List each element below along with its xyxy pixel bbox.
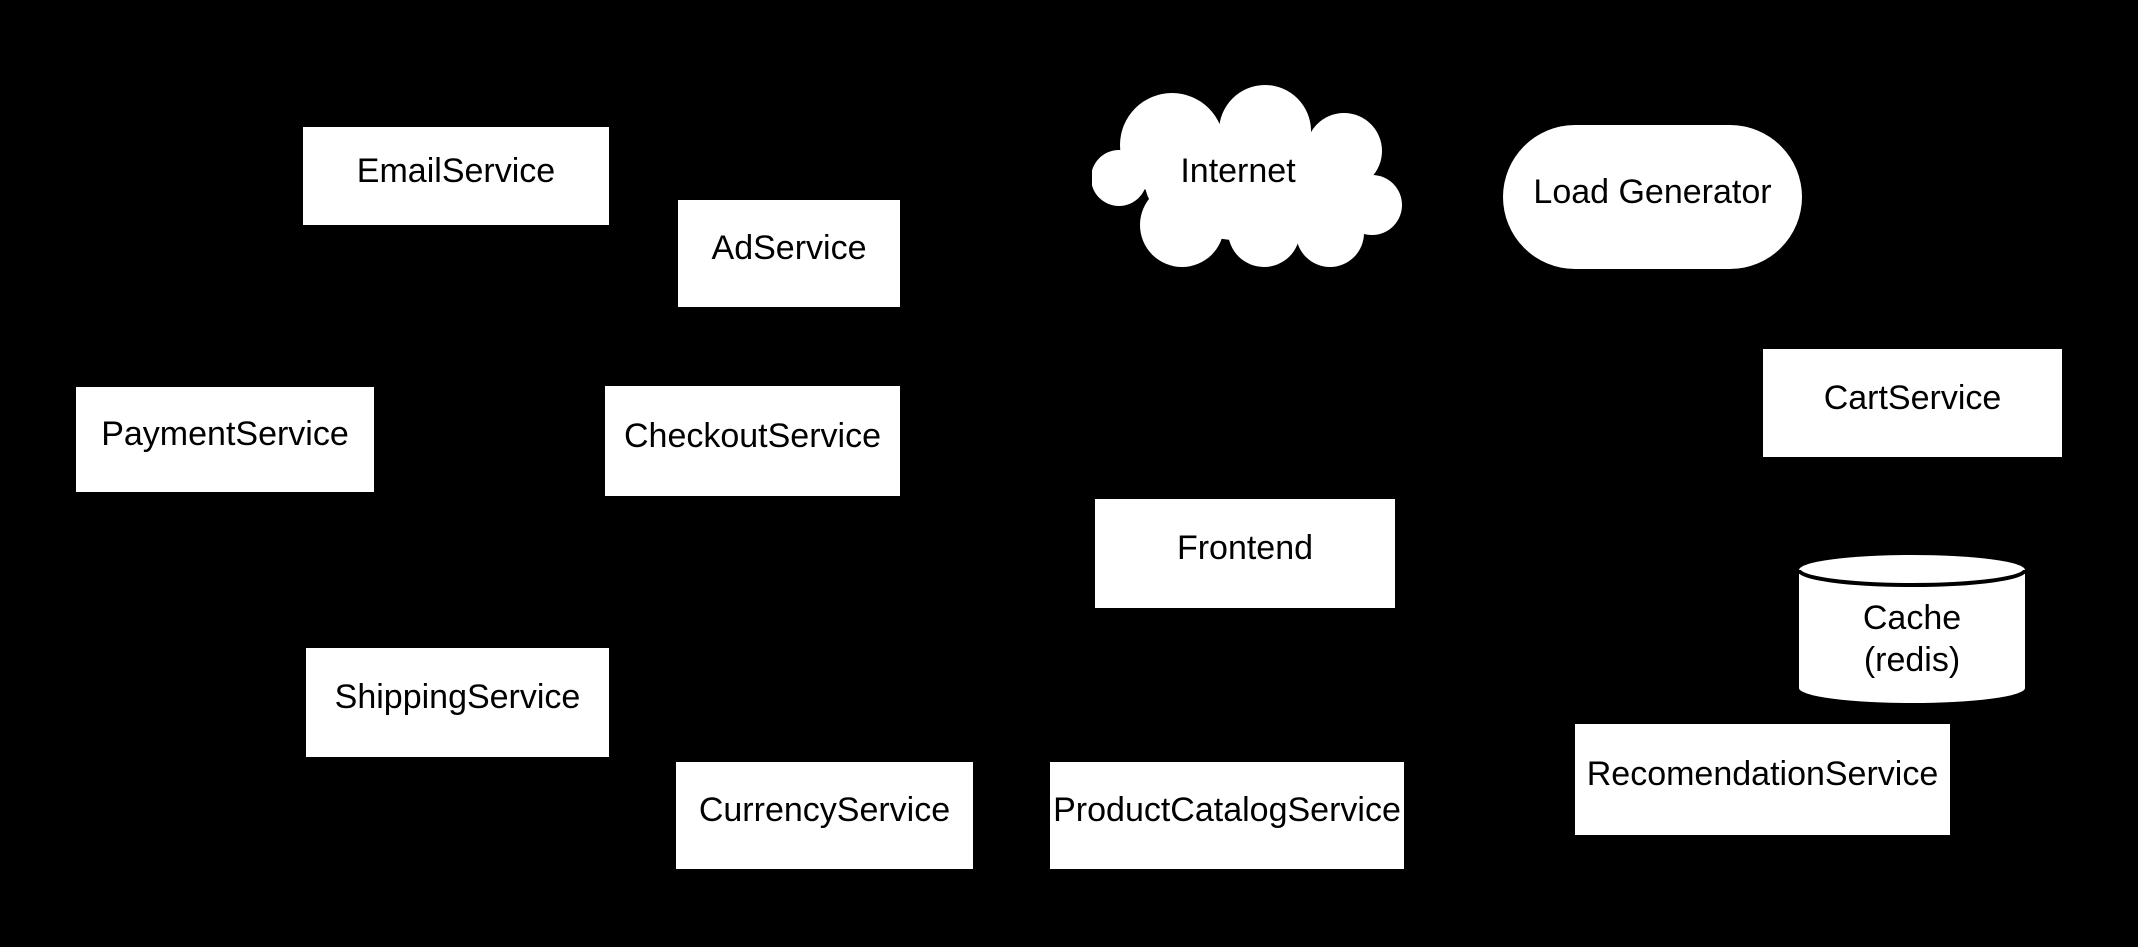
database-cylinder-icon	[1799, 555, 2025, 703]
node-cache-redis: Cache (redis)	[1799, 555, 2025, 703]
node-label: AdService	[711, 229, 867, 268]
cloud-icon	[1092, 85, 1402, 267]
node-currency-service: CurrencyService	[676, 762, 973, 869]
node-label: CurrencyService	[698, 791, 951, 830]
node-product-catalog-service: ProductCatalogService	[1050, 762, 1404, 869]
node-label: ProductCatalogService	[1053, 791, 1401, 830]
node-label: Cache (redis)	[1799, 580, 2025, 698]
node-cart-service: CartService	[1763, 349, 2062, 457]
node-shipping-service: ShippingService	[306, 648, 609, 757]
node-label: CheckoutService	[623, 416, 881, 455]
node-payment-service: PaymentService	[76, 387, 374, 492]
node-label: EmailService	[356, 151, 556, 190]
node-label: CartService	[1823, 378, 2002, 417]
node-checkout-service: CheckoutService	[605, 386, 900, 496]
node-ad-service: AdService	[678, 200, 900, 307]
node-recomendation-service: RecomendationService	[1575, 724, 1950, 835]
node-label: ShippingService	[334, 678, 581, 717]
node-load-generator: Load Generator	[1503, 125, 1802, 269]
cache-label-line1: Cache	[1862, 599, 1962, 637]
node-label: Frontend	[1176, 529, 1314, 568]
node-label: PaymentService	[101, 415, 349, 454]
node-internet: Internet	[1092, 85, 1402, 268]
node-email-service: EmailService	[303, 127, 609, 225]
cache-label-line2: (redis)	[1863, 641, 1961, 679]
node-label: Load Generator	[1533, 172, 1772, 211]
node-label: Internet	[1180, 151, 1296, 190]
node-frontend: Frontend	[1095, 499, 1395, 608]
node-label: RecomendationService	[1586, 755, 1939, 794]
